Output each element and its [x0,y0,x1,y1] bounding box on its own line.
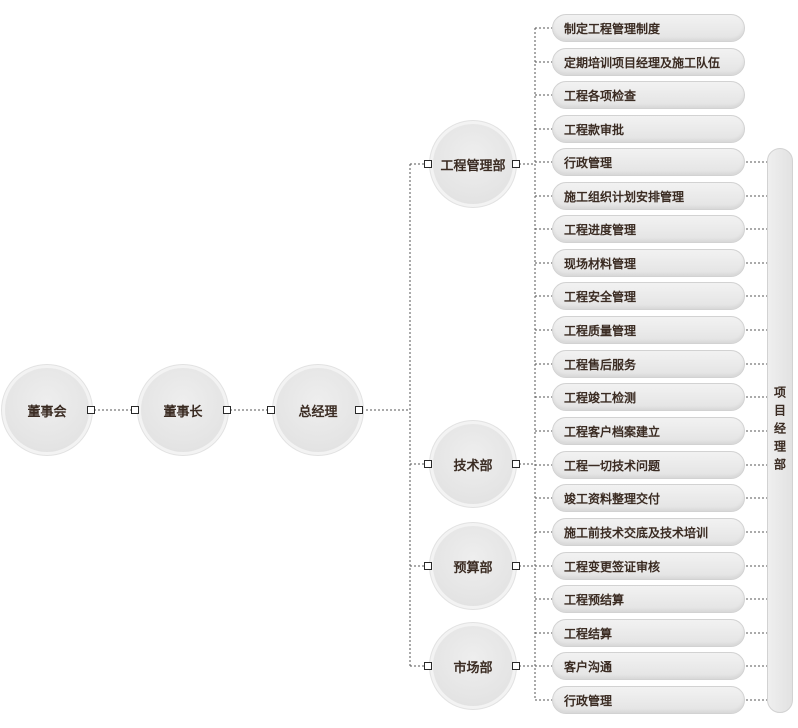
project-manager-dept-bar: 项目经理部 [767,148,793,713]
item-label: 竣工资料整理交付 [564,491,661,506]
item-label: 工程售后服务 [564,357,637,372]
item-pill: 工程进度管理 [552,215,745,243]
item-label: 制定工程管理制度 [564,21,661,36]
item-pill: 工程竣工检测 [552,383,745,411]
chairman-label: 董事长 [163,404,203,420]
dept-budget-node: 预算部 [433,526,513,606]
item-pill: 制定工程管理制度 [552,14,745,42]
item-label: 行政管理 [564,155,613,170]
item-pill: 工程预结算 [552,585,745,613]
item-pill: 现场材料管理 [552,249,745,277]
connector-square [223,406,231,414]
board-node: 董事会 [5,368,89,452]
item-label: 工程变更签证审核 [564,559,661,574]
connector-square [424,160,432,168]
item-pill: 工程各项检查 [552,81,745,109]
item-label: 现场材料管理 [564,256,637,271]
item-label: 施工前技术交底及技术培训 [564,525,709,540]
item-pill: 工程售后服务 [552,350,745,378]
item-pill: 工程款审批 [552,115,745,143]
dept-engineering-node: 工程管理部 [433,124,513,204]
dept-engineering-label: 工程管理部 [440,158,506,174]
item-label: 工程进度管理 [564,222,637,237]
project-manager-dept-label: 项目经理部 [772,385,787,476]
item-pill: 工程一切技术问题 [552,451,745,479]
connector-square [512,460,520,468]
item-pill: 行政管理 [552,148,745,176]
item-label: 工程安全管理 [564,289,637,304]
chairman-node: 董事长 [141,368,225,452]
item-pill: 客户沟通 [552,652,745,680]
item-label: 定期培训项目经理及施工队伍 [564,55,721,70]
connector-square [424,662,432,670]
connector-square [424,460,432,468]
connector-square [87,406,95,414]
dept-market-node: 市场部 [433,626,513,706]
item-label: 工程质量管理 [564,323,637,338]
connector-square [424,562,432,570]
dept-technical-node: 技术部 [433,424,513,504]
connector-square [512,662,520,670]
item-pill: 工程安全管理 [552,282,745,310]
item-label: 工程竣工检测 [564,390,637,405]
item-pill: 竣工资料整理交付 [552,484,745,512]
item-label: 工程结算 [564,626,613,641]
item-pill: 工程客户档案建立 [552,417,745,445]
dept-technical-label: 技术部 [453,458,493,474]
item-pill: 施工前技术交底及技术培训 [552,518,745,546]
board-label: 董事会 [27,404,67,420]
connector-square [512,160,520,168]
item-label: 工程各项检查 [564,88,637,103]
item-pill: 定期培训项目经理及施工队伍 [552,48,745,76]
dept-budget-label: 预算部 [453,560,493,576]
connector-square [267,406,275,414]
dept-market-label: 市场部 [453,660,493,676]
item-pill: 工程质量管理 [552,316,745,344]
item-label: 工程款审批 [564,122,625,137]
connector-square [512,562,520,570]
general-manager-node: 总经理 [276,368,360,452]
connector-square [131,406,139,414]
item-pill: 工程变更签证审核 [552,552,745,580]
item-label: 工程预结算 [564,592,625,607]
item-pill: 施工组织计划安排管理 [552,182,745,210]
item-pill: 行政管理 [552,686,745,714]
item-pill: 工程结算 [552,619,745,647]
item-label: 客户沟通 [564,659,613,674]
item-label: 施工组织计划安排管理 [564,189,685,204]
item-label: 工程客户档案建立 [564,424,661,439]
general-manager-label: 总经理 [298,404,338,420]
item-label: 工程一切技术问题 [564,458,661,473]
item-label: 行政管理 [564,693,613,708]
connector-square [355,406,363,414]
